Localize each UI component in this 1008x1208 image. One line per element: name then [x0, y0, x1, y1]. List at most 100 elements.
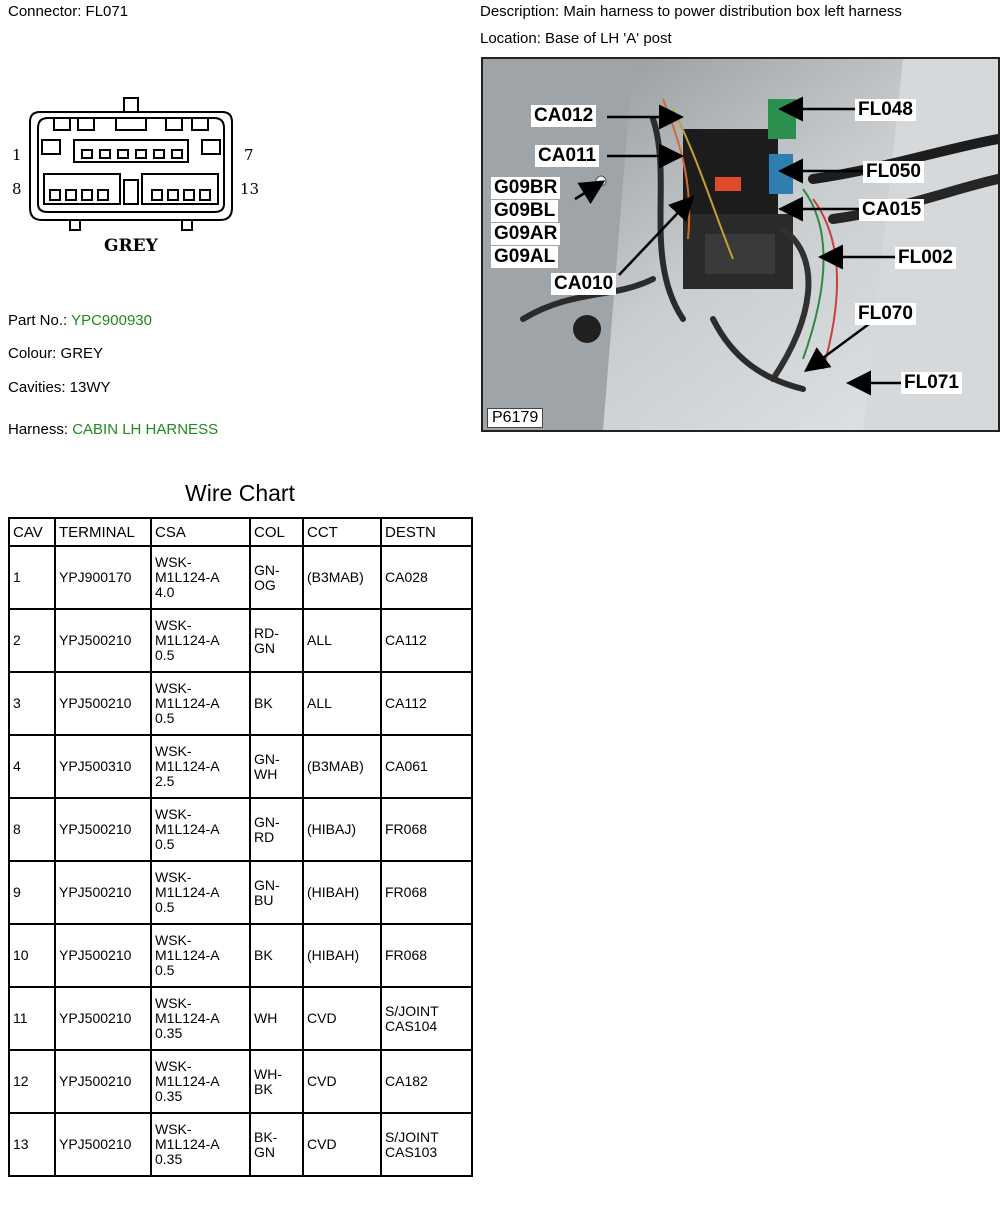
- cell-csa-line: M1L124-A: [155, 695, 220, 711]
- cell-csa-line: WSK-: [155, 680, 192, 696]
- cell-destn: CA182: [380, 1049, 473, 1114]
- cell-col: RD-GN: [249, 608, 304, 673]
- cell-csa-line: WSK-: [155, 617, 192, 633]
- wire-chart-title: Wire Chart: [185, 480, 295, 506]
- cell-csa-line: WSK-: [155, 554, 192, 570]
- cell-destn-line: CAS103: [385, 1143, 438, 1160]
- cell-cav: 3: [8, 671, 56, 736]
- cell-col: BK: [249, 923, 304, 988]
- cell-csa-line: 2.5: [155, 773, 175, 789]
- cell-col-line: OG: [254, 576, 276, 593]
- cavities-text: Cavities: 13WY: [8, 379, 111, 396]
- cell-csa-line: M1L124-A: [155, 884, 220, 900]
- cell-csa-line: WSK-: [155, 869, 192, 885]
- location-text: Location: Base of LH 'A' post: [480, 30, 672, 47]
- callout-fl002: FL002: [895, 247, 956, 269]
- cell-cav: 8: [8, 797, 56, 862]
- cell-col: GN-BU: [249, 860, 304, 925]
- cell-csa-line: WSK-: [155, 995, 192, 1011]
- part-number: Part No.: YPC900930: [8, 312, 152, 329]
- cell-col-line: GN: [254, 639, 275, 656]
- cell-terminal: YPJ500210: [54, 1112, 152, 1177]
- cell-col-line: GN-: [254, 750, 280, 767]
- cell-col-line: RD-: [254, 624, 279, 641]
- callout-fl050: FL050: [863, 161, 924, 183]
- cell-destn: CA112: [380, 608, 473, 673]
- cell-destn: FR068: [380, 797, 473, 862]
- cell-cct: (HIBAH): [302, 860, 382, 925]
- cell-cct: (HIBAJ): [302, 797, 382, 862]
- cell-terminal: YPJ500210: [54, 671, 152, 736]
- cell-col-line: GN-: [254, 561, 280, 578]
- cell-csa-line: 0.5: [155, 647, 175, 663]
- cell-csa-line: M1L124-A: [155, 632, 220, 648]
- cell-terminal: YPJ500210: [54, 923, 152, 988]
- header-cct: CCT: [302, 517, 382, 547]
- callout-fl070: FL070: [855, 303, 916, 325]
- callout-fl071: FL071: [901, 372, 962, 394]
- cell-cav: 9: [8, 860, 56, 925]
- header-destn: DESTN: [380, 517, 473, 547]
- cell-terminal: YPJ500210: [54, 860, 152, 925]
- part-number-link[interactable]: YPC900930: [71, 312, 152, 329]
- cell-csa-line: WSK-: [155, 743, 192, 759]
- cell-cav: 12: [8, 1049, 56, 1114]
- connector-face-diagram: 1 7 8 13 GREY: [6, 96, 266, 266]
- wire-chart-header-row: CAV TERMINAL CSA COL CCT DESTN: [8, 517, 473, 547]
- cell-csa-line: 0.5: [155, 899, 175, 915]
- cell-csa-line: 0.35: [155, 1151, 183, 1167]
- photo-id: P6179: [487, 408, 544, 428]
- cell-csa-line: WSK-: [155, 932, 192, 948]
- cell-destn-line: CA112: [385, 632, 427, 648]
- cell-csa-line: M1L124-A: [155, 569, 220, 585]
- location-photo: CA012 CA011 G09BR G09BL G09AR G09AL CA01…: [481, 57, 1000, 432]
- cell-terminal: YPJ500210: [54, 1049, 152, 1114]
- cell-terminal: YPJ900170: [54, 545, 152, 610]
- cell-cct: (HIBAH): [302, 923, 382, 988]
- cell-destn: CA112: [380, 671, 473, 736]
- callout-ca011: CA011: [535, 145, 600, 167]
- cell-cct: (B3MAB): [302, 734, 382, 799]
- connector-outline: [29, 97, 233, 231]
- cell-destn-line: FR068: [385, 821, 428, 837]
- cell-csa-line: 0.5: [155, 836, 175, 852]
- cell-cav: 2: [8, 608, 56, 673]
- cell-cct: CVD: [302, 1112, 382, 1177]
- cell-col: GN-WH: [249, 734, 304, 799]
- harness-label: Harness:: [8, 421, 69, 438]
- cell-terminal: YPJ500210: [54, 608, 152, 673]
- cell-destn-line: FR068: [385, 884, 428, 900]
- callout-ca010: CA010: [551, 273, 617, 295]
- cell-destn: CA028: [380, 545, 473, 610]
- cell-cct: CVD: [302, 1049, 382, 1114]
- cell-cct: ALL: [302, 608, 382, 673]
- cell-col-line: GN-: [254, 813, 280, 830]
- cell-destn-line: CA028: [385, 569, 428, 585]
- cell-col-line: GN-: [254, 876, 280, 893]
- cell-col-line: BK: [254, 1080, 273, 1097]
- connector-label: Connector: FL071: [8, 3, 129, 20]
- cell-col-line: BK: [254, 947, 273, 963]
- harness-link[interactable]: CABIN LH HARNESS: [72, 421, 219, 438]
- cell-cav: 1: [8, 545, 56, 610]
- cell-col-line: RD: [254, 828, 275, 845]
- cell-csa-line: 0.35: [155, 1088, 183, 1104]
- cell-destn-line: S/JOINT: [385, 1128, 439, 1145]
- header-col: COL: [249, 517, 304, 547]
- cell-destn-line: CAS104: [385, 1017, 438, 1034]
- harness-line: Harness: CABIN LH HARNESS: [8, 421, 218, 438]
- cell-terminal: YPJ500310: [54, 734, 152, 799]
- cell-destn: CA061: [380, 734, 473, 799]
- cell-col-line: BK: [254, 695, 273, 711]
